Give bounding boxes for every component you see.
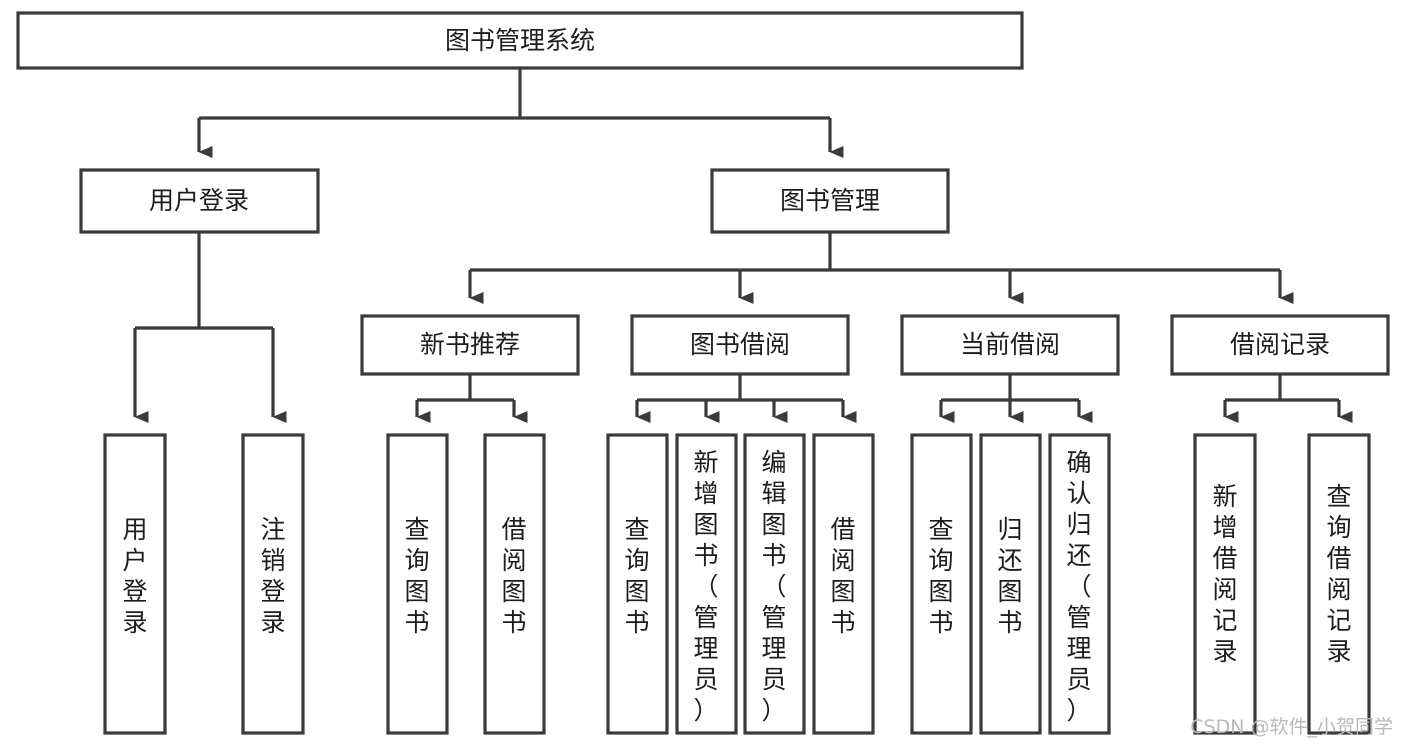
leaf-node-add-record[interactable]: 新增借阅记录 <box>1193 433 1257 735</box>
node-root[interactable]: 图书管理系统 <box>16 11 1024 70</box>
leaf-node-query-book-2[interactable]: 查询图书 <box>606 433 669 735</box>
node-user-login[interactable]: 用户登录 <box>79 168 320 234</box>
node-book-borrow-box[interactable] <box>630 314 850 376</box>
leaf-borrow-book-2-box[interactable] <box>812 433 875 735</box>
leaf-borrow-book-1-box[interactable] <box>483 433 546 735</box>
node-current-borrow-label: 当前借阅 <box>960 330 1060 359</box>
leaf-node-logout-login[interactable]: 注销登录 <box>241 433 305 735</box>
leaf-return-book-box[interactable] <box>979 433 1042 735</box>
leaf-add-record-box[interactable] <box>1193 433 1257 735</box>
leaf-user-login-label: 用户登录 <box>122 515 147 637</box>
leaf-node-edit-book[interactable]: 编辑图书（管理员） <box>743 433 806 735</box>
leaf-query-book-2-label: 查询图书 <box>624 515 649 637</box>
leaf-edit-book-label: 编辑图书（管理员） <box>761 448 786 725</box>
node-book-management[interactable]: 图书管理 <box>710 168 950 234</box>
node-user-login-box[interactable] <box>79 168 320 234</box>
node-book-borrow-label: 图书借阅 <box>690 330 790 359</box>
leaf-query-record-box[interactable] <box>1307 433 1371 735</box>
leaf-node-add-book[interactable]: 新增图书（管理员） <box>675 433 738 735</box>
node-book-management-label: 图书管理 <box>780 186 880 215</box>
leaf-node-user-login[interactable]: 用户登录 <box>103 433 167 735</box>
leaf-confirm-return-label: 确认归还（管理员） <box>1066 448 1091 725</box>
node-borrow-record[interactable]: 借阅记录 <box>1170 314 1390 376</box>
csdn-watermark: CSDN @软件_小贺同学 <box>1190 716 1393 738</box>
leaf-confirm-return-box[interactable] <box>1048 433 1111 735</box>
node-new-book-recommend[interactable]: 新书推荐 <box>360 314 580 376</box>
node-root-label: 图书管理系统 <box>445 26 595 55</box>
leaf-query-record-label: 查询借阅记录 <box>1326 482 1351 666</box>
node-current-borrow-box[interactable] <box>900 314 1120 376</box>
leaf-query-book-1-box[interactable] <box>386 433 449 735</box>
leaf-query-book-2-box[interactable] <box>606 433 669 735</box>
leaf-logout-login-label: 注销登录 <box>260 515 285 637</box>
leaf-node-query-book-3[interactable]: 查询图书 <box>910 433 973 735</box>
leaf-logout-login-box[interactable] <box>241 433 305 735</box>
leaf-node-query-record[interactable]: 查询借阅记录 <box>1307 433 1371 735</box>
leaf-add-book-label: 新增图书（管理员） <box>693 448 718 725</box>
leaf-node-return-book[interactable]: 归还图书 <box>979 433 1042 735</box>
node-new-book-recommend-box[interactable] <box>360 314 580 376</box>
node-borrow-record-box[interactable] <box>1170 314 1390 376</box>
leaf-node-borrow-book-1[interactable]: 借阅图书 <box>483 433 546 735</box>
node-user-login-label: 用户登录 <box>149 186 249 215</box>
leaf-borrow-book-2-label: 借阅图书 <box>830 515 855 637</box>
leaf-add-book-box[interactable] <box>675 433 738 735</box>
leaf-borrow-book-1-label: 借阅图书 <box>501 515 526 637</box>
leaf-edit-book-box[interactable] <box>743 433 806 735</box>
leaf-query-book-3-label: 查询图书 <box>928 515 953 637</box>
node-book-management-box[interactable] <box>710 168 950 234</box>
leaf-node-confirm-return[interactable]: 确认归还（管理员） <box>1048 433 1111 735</box>
node-borrow-record-label: 借阅记录 <box>1230 330 1330 359</box>
leaf-add-record-label: 新增借阅记录 <box>1212 482 1237 666</box>
node-book-borrow[interactable]: 图书借阅 <box>630 314 850 376</box>
leaf-query-book-3-box[interactable] <box>910 433 973 735</box>
node-current-borrow[interactable]: 当前借阅 <box>900 314 1120 376</box>
leaf-node-borrow-book-2[interactable]: 借阅图书 <box>812 433 875 735</box>
leaf-user-login-box[interactable] <box>103 433 167 735</box>
node-new-book-recommend-label: 新书推荐 <box>420 330 520 359</box>
leaf-query-book-1-label: 查询图书 <box>404 515 429 637</box>
connectors-layer <box>133 68 1353 423</box>
leaf-return-book-label: 归还图书 <box>997 515 1022 637</box>
node-root-box[interactable] <box>16 11 1024 70</box>
leaf-node-query-book-1[interactable]: 查询图书 <box>386 433 449 735</box>
